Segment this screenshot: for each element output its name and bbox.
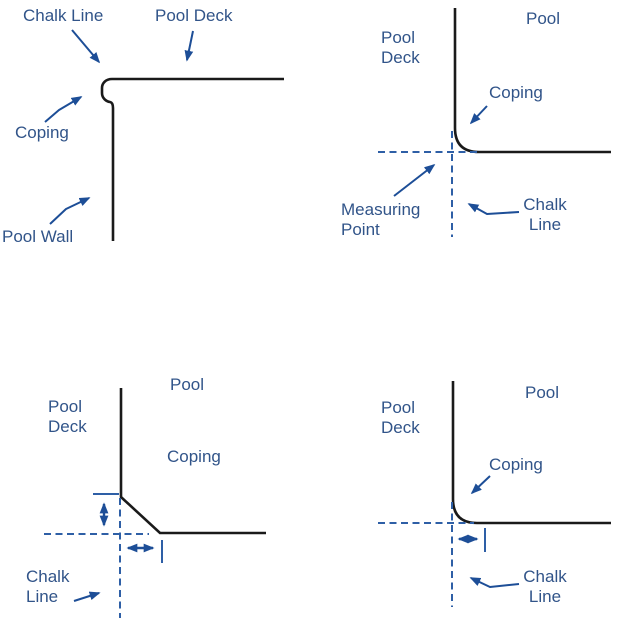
br-coping-arrow	[470, 475, 491, 495]
tr-coping-arrow	[469, 105, 488, 125]
panel-top-right	[378, 8, 611, 237]
tl-chalk-line-arrow	[71, 29, 101, 64]
br-chalk-line-arrow	[469, 577, 520, 588]
bl-coping-outline	[119, 388, 266, 535]
tr-coping-outline	[453, 8, 611, 154]
tr-chalk-line-arrow	[467, 203, 520, 215]
tr-measuring-point-arrow	[393, 163, 436, 197]
tl-pool-deck-arrow	[184, 30, 194, 62]
panel-bottom-left	[44, 388, 266, 618]
bl-chalk-line-arrow	[73, 591, 101, 602]
tl-coping-profile-line	[100, 77, 284, 241]
panel-top-left	[44, 29, 284, 241]
tl-coping-arrow	[44, 96, 83, 123]
panel-bottom-right	[378, 381, 611, 607]
br-coping-outline	[451, 381, 611, 525]
tl-pool-wall-arrow	[49, 197, 91, 225]
